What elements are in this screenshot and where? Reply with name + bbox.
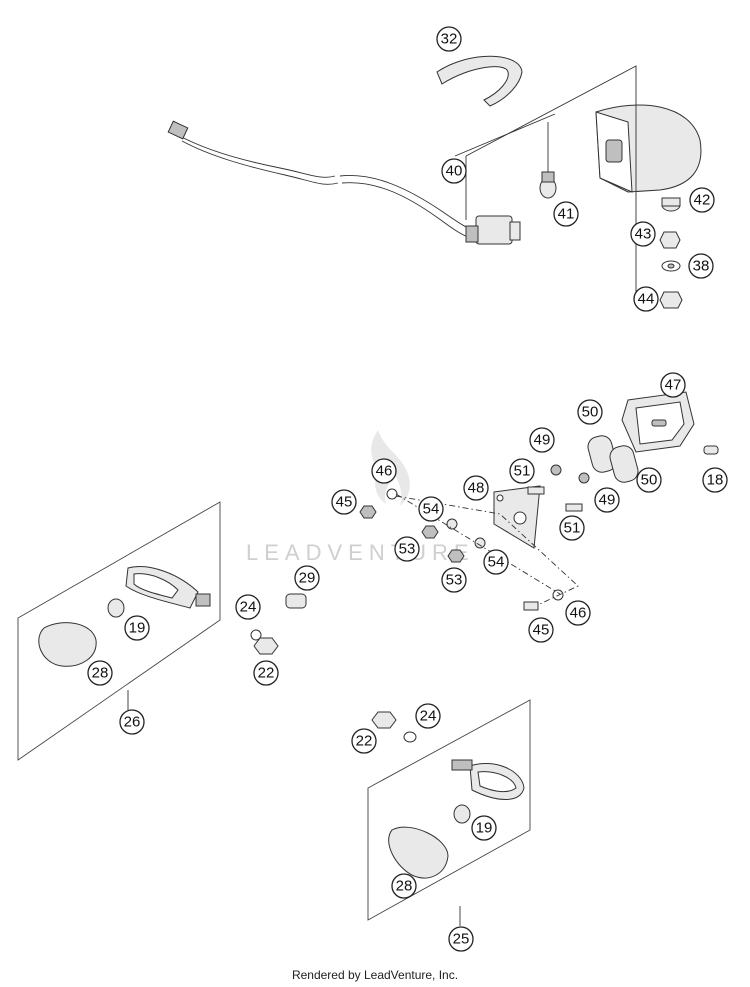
svg-text:42: 42 — [694, 192, 711, 209]
svg-text:51: 51 — [564, 520, 581, 537]
svg-text:19: 19 — [476, 820, 493, 837]
panel-26 — [17, 501, 221, 761]
svg-text:41: 41 — [558, 206, 575, 223]
callout-54: 54 — [483, 549, 509, 575]
callout-49: 49 — [529, 427, 555, 453]
footer-credit: Rendered by LeadVenture, Inc. — [291, 968, 459, 982]
turn-signal-left — [38, 566, 211, 667]
svg-text:40: 40 — [446, 163, 463, 180]
svg-text:19: 19 — [129, 620, 146, 637]
svg-text:45: 45 — [533, 622, 550, 639]
callout-40: 40 — [441, 158, 467, 184]
callout-46: 46 — [565, 600, 591, 626]
svg-text:46: 46 — [570, 605, 587, 622]
svg-text:24: 24 — [240, 599, 257, 616]
turn-signal-right — [388, 759, 525, 879]
bulb-18 — [703, 445, 719, 455]
callout-29: 29 — [294, 565, 320, 591]
svg-text:32: 32 — [441, 31, 458, 48]
callout-24: 24 — [235, 594, 261, 620]
svg-text:51: 51 — [514, 463, 531, 480]
bolts-and-nuts — [359, 486, 583, 611]
svg-text:47: 47 — [665, 377, 682, 394]
callout-38: 38 — [688, 253, 714, 279]
tail-light — [621, 391, 695, 453]
svg-text:22: 22 — [356, 733, 373, 750]
callout-53: 53 — [394, 536, 420, 562]
callout-42: 42 — [689, 187, 715, 213]
svg-text:24: 24 — [420, 708, 437, 725]
svg-text:25: 25 — [453, 931, 470, 948]
bracket-48 — [493, 485, 541, 549]
callout-18: 18 — [702, 467, 728, 493]
svg-text:54: 54 — [423, 501, 440, 518]
callout-28: 28 — [87, 660, 113, 686]
license-lamp-housing — [595, 104, 702, 193]
callout-25: 25 — [448, 926, 474, 952]
callout-48: 48 — [463, 475, 489, 501]
assembly-line — [395, 495, 579, 605]
callout-43: 43 — [630, 221, 656, 247]
callout-50: 50 — [636, 467, 662, 493]
callout-49: 49 — [594, 487, 620, 513]
leader-top-box — [465, 65, 637, 300]
callout-51: 51 — [559, 515, 585, 541]
svg-text:53: 53 — [446, 572, 463, 589]
callout-45: 45 — [528, 617, 554, 643]
callout-45: 45 — [331, 489, 357, 515]
svg-text:50: 50 — [582, 404, 599, 421]
svg-text:28: 28 — [92, 665, 109, 682]
svg-text:54: 54 — [488, 554, 505, 571]
svg-text:28: 28 — [396, 878, 413, 895]
svg-text:26: 26 — [124, 714, 141, 731]
callout-51: 51 — [509, 458, 535, 484]
svg-text:53: 53 — [399, 541, 416, 558]
callout-46: 46 — [371, 458, 397, 484]
svg-text:50: 50 — [641, 472, 658, 489]
callout-44: 44 — [633, 286, 659, 312]
callout-53: 53 — [441, 567, 467, 593]
svg-text:22: 22 — [258, 665, 275, 682]
callout-19: 19 — [471, 815, 497, 841]
watermark-text: LEADVENTURE — [246, 540, 475, 565]
bulb-41 — [539, 171, 557, 199]
callout-26: 26 — [119, 709, 145, 735]
callout-47: 47 — [660, 372, 686, 398]
callout-22: 22 — [253, 660, 279, 686]
callout-19: 19 — [124, 615, 150, 641]
svg-text:18: 18 — [707, 472, 724, 489]
svg-text:45: 45 — [336, 494, 353, 511]
callout-54: 54 — [418, 496, 444, 522]
wiring-harness — [167, 120, 521, 245]
callout-32: 32 — [436, 26, 462, 52]
turn-signal-right-hardware — [371, 711, 417, 743]
svg-text:43: 43 — [635, 226, 652, 243]
callout-50: 50 — [577, 399, 603, 425]
rubber-spacers — [550, 435, 639, 484]
lamp-hardware — [659, 197, 683, 309]
svg-text:48: 48 — [468, 480, 485, 497]
svg-text:49: 49 — [599, 492, 616, 509]
svg-text:49: 49 — [534, 432, 551, 449]
svg-text:46: 46 — [376, 463, 393, 480]
turn-signal-left-hardware — [250, 593, 307, 655]
callout-41: 41 — [553, 201, 579, 227]
callout-22: 22 — [351, 728, 377, 754]
callout-28: 28 — [391, 873, 417, 899]
svg-text:44: 44 — [638, 291, 655, 308]
svg-text:29: 29 — [299, 570, 316, 587]
callout-24: 24 — [415, 703, 441, 729]
svg-text:38: 38 — [693, 258, 710, 275]
seal-part — [436, 55, 523, 107]
